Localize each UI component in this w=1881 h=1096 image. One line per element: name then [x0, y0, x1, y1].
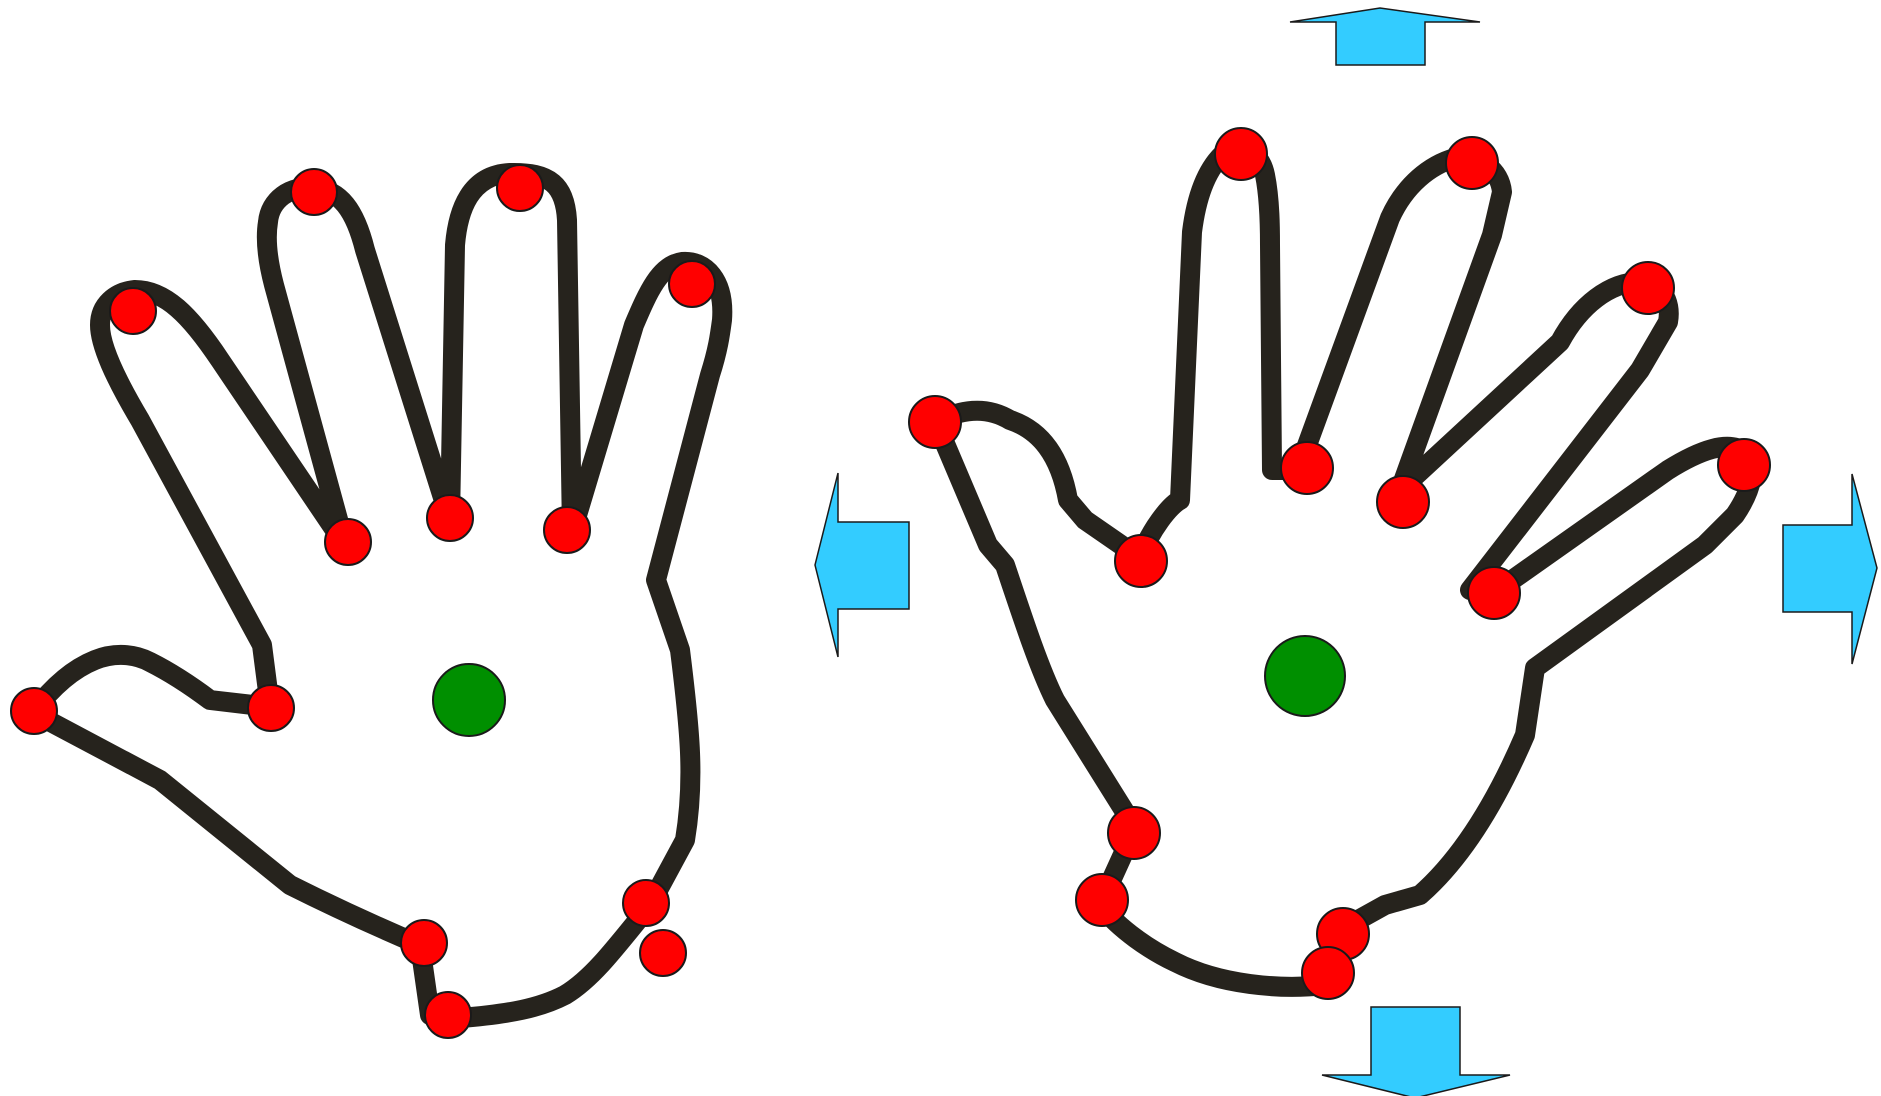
landmark-point [401, 920, 447, 966]
landmark-point [325, 519, 371, 565]
arrow-up-icon [1290, 8, 1480, 65]
landmark-point [11, 688, 57, 734]
landmark-point [1115, 535, 1167, 587]
right-hand-landmarks [909, 128, 1770, 999]
landmark-point [291, 169, 337, 215]
landmark-point [1622, 262, 1674, 314]
landmark-point [425, 992, 471, 1038]
landmark-point [1076, 874, 1128, 926]
landmark-point [110, 288, 156, 334]
landmark-point [1446, 137, 1498, 189]
landmark-point [1468, 567, 1520, 619]
landmark-point [248, 685, 294, 731]
landmark-point [640, 930, 686, 976]
landmark-point [497, 165, 543, 211]
landmark-point [1215, 128, 1267, 180]
arrow-left-icon [815, 473, 909, 657]
arrow-right-icon [1783, 474, 1877, 664]
landmark-point [1718, 439, 1770, 491]
landmark-point [544, 507, 590, 553]
landmark-point [1108, 807, 1160, 859]
landmark-point [1281, 442, 1333, 494]
landmark-point [623, 880, 669, 926]
left-palm-center [433, 664, 505, 736]
arrow-down-icon [1322, 1007, 1510, 1096]
landmark-point [1302, 947, 1354, 999]
right-palm-center [1265, 636, 1345, 716]
landmark-point [909, 396, 961, 448]
landmark-point [427, 495, 473, 541]
landmark-point [1377, 476, 1429, 528]
landmark-point [669, 261, 715, 307]
left-hand-landmarks [11, 165, 715, 1038]
